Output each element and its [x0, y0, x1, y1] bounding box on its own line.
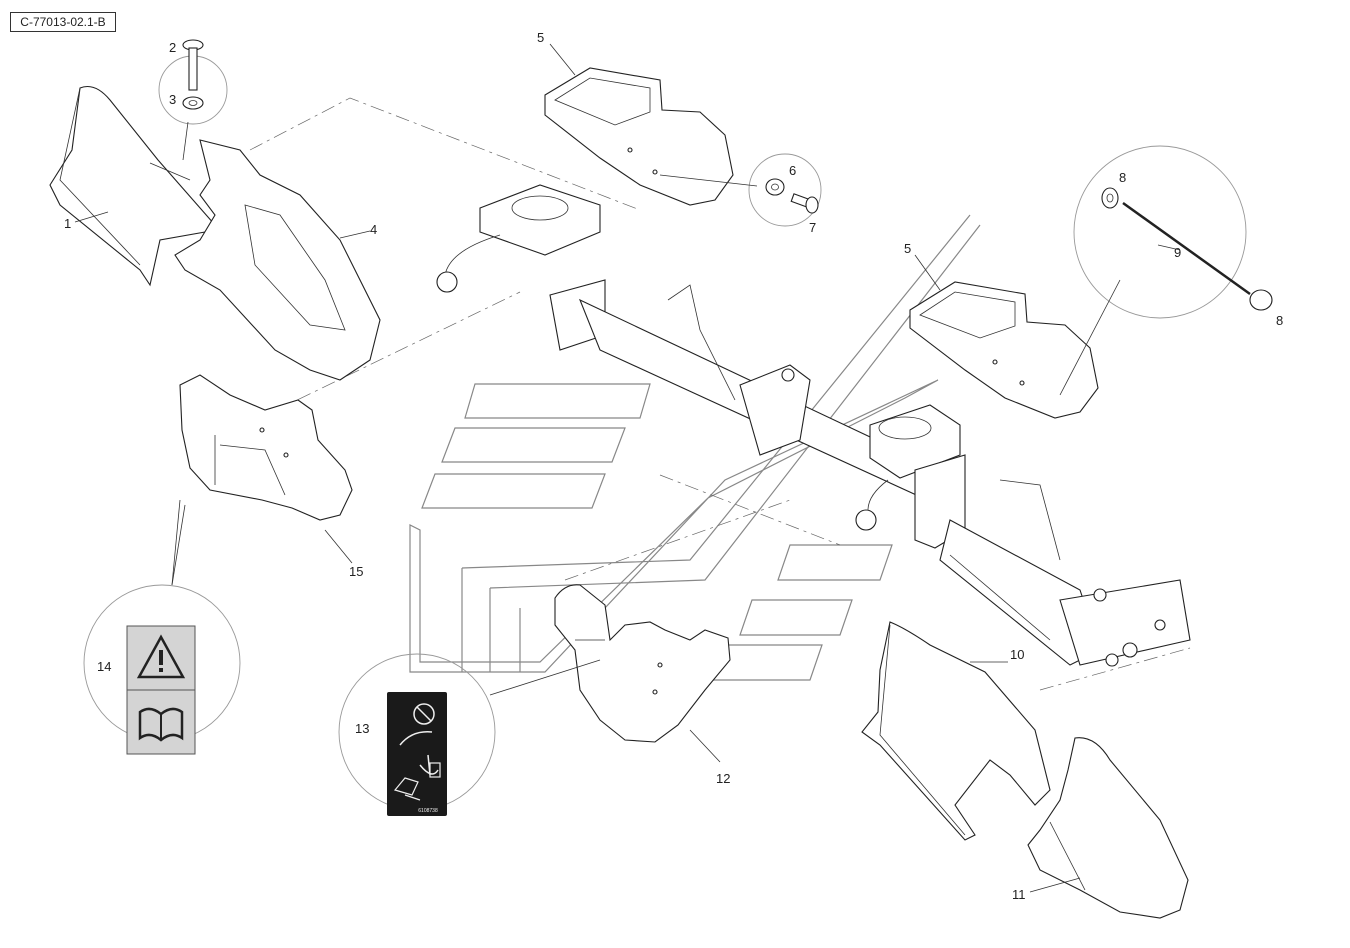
callout-4: 4	[370, 222, 377, 237]
part-8-9-rod-caps	[1059, 145, 1273, 396]
frame-assembly	[436, 184, 1191, 667]
decal-13-code: 6108738	[418, 808, 438, 814]
callout-15: 15	[349, 564, 363, 579]
part-5-lower-grip	[909, 281, 1099, 419]
manual-book-icon	[138, 707, 184, 742]
callout-6: 6	[789, 163, 796, 178]
callout-12: 12	[716, 771, 730, 786]
callout-3: 3	[169, 92, 176, 107]
callout-8-bottom: 8	[1276, 313, 1283, 328]
decal-14-warning-label	[83, 504, 241, 755]
part-1-left-guard	[49, 85, 216, 287]
decal-13-hand-warning-label	[338, 653, 601, 816]
part-4-upper-cover	[174, 139, 381, 381]
callout-14: 14	[97, 659, 111, 674]
part-2-3-screw-washer	[158, 39, 228, 161]
part-10-right-guard	[861, 621, 1051, 841]
callout-13: 13	[355, 721, 369, 736]
reference-code: C-77013-02.1-B	[10, 12, 116, 32]
callout-10: 10	[1010, 647, 1024, 662]
callout-5-upper: 5	[537, 30, 544, 45]
part-12-lower-cover	[554, 584, 731, 743]
part-6-7-washer-screw	[659, 153, 822, 227]
part-5-upper-grip	[544, 67, 734, 206]
part-15-left-lower-cover	[179, 374, 353, 521]
part-11-right-cover	[1027, 737, 1189, 919]
callout-11: 11	[1012, 887, 1026, 902]
leader-lines	[74, 43, 1181, 893]
callout-2: 2	[169, 40, 176, 55]
callout-1: 1	[64, 216, 71, 231]
callout-8-top: 8	[1119, 170, 1126, 185]
callout-9: 9	[1174, 245, 1181, 260]
callout-5-lower: 5	[904, 241, 911, 256]
callout-7: 7	[809, 220, 816, 235]
callout-labels: 1 2 3 4 5 5 6 7 8 8 9 10 11 12 13 14 15	[64, 30, 1283, 902]
warning-triangle-icon	[136, 634, 186, 679]
watermark-logo	[409, 214, 981, 681]
